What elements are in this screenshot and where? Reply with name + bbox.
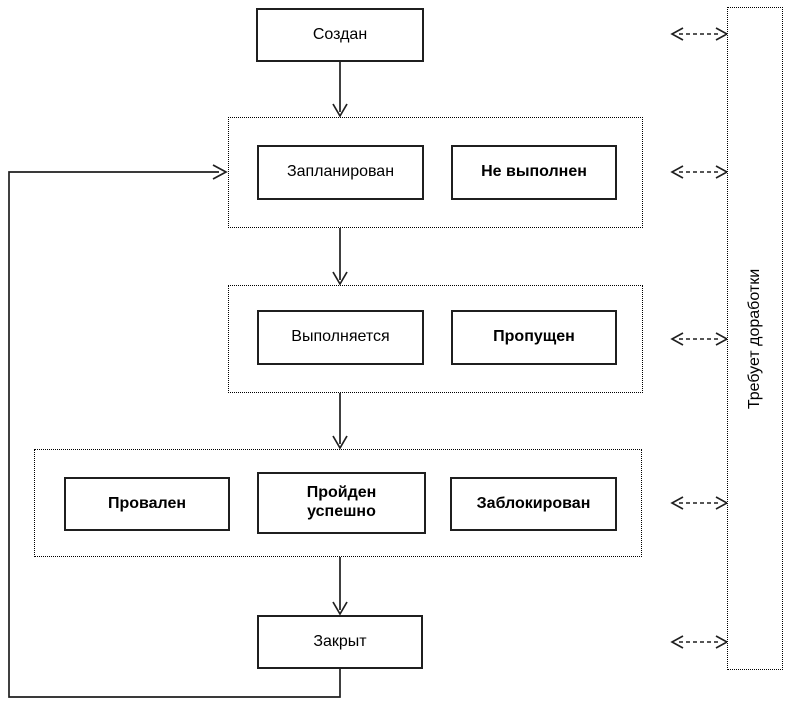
rework-link-arrow-result — [670, 496, 729, 510]
node-planned-label: Запланирован — [286, 163, 395, 181]
node-failed: Провален — [64, 477, 230, 531]
node-passed: Пройден успешно — [257, 472, 426, 534]
needs-rework-panel: Требует доработки — [727, 7, 783, 670]
arrow-planned-to-executing-group — [332, 228, 348, 286]
group-executing-row — [228, 285, 643, 393]
node-passed-label: Пройден успешно — [307, 484, 377, 522]
node-created-label: Создан — [312, 25, 368, 43]
rework-link-arrow-closed — [670, 635, 729, 649]
node-closed-label: Закрыт — [313, 632, 367, 650]
arrow-executing-to-result-group — [332, 393, 348, 450]
node-in-progress: Выполняется — [257, 310, 424, 365]
node-passed-label-line2: успешно — [307, 503, 376, 520]
node-not-executed-label: Не выполнен — [481, 163, 587, 181]
node-skipped: Пропущен — [451, 310, 617, 365]
node-failed-label: Провален — [107, 494, 187, 512]
node-blocked-label: Заблокирован — [476, 494, 591, 512]
node-created: Создан — [256, 8, 424, 62]
arrow-result-to-closed — [332, 557, 348, 616]
rework-link-arrow-created — [670, 27, 729, 41]
rework-link-arrow-planned — [670, 165, 729, 179]
node-planned: Запланирован — [257, 145, 424, 200]
arrow-created-to-planned-group — [332, 62, 348, 118]
node-blocked: Заблокирован — [450, 477, 617, 531]
needs-rework-label: Требует доработки — [746, 268, 763, 409]
node-in-progress-label: Выполняется — [291, 328, 390, 346]
node-passed-label-line1: Пройден — [306, 484, 377, 502]
arrow-closed-loop-to-planned — [8, 164, 341, 698]
node-closed: Закрыт — [257, 615, 423, 669]
group-result-row — [34, 449, 642, 557]
rework-link-arrow-executing — [670, 332, 729, 346]
node-skipped-label: Пропущен — [493, 328, 575, 346]
node-not-executed: Не выполнен — [451, 145, 617, 200]
group-planned-row — [228, 117, 643, 228]
